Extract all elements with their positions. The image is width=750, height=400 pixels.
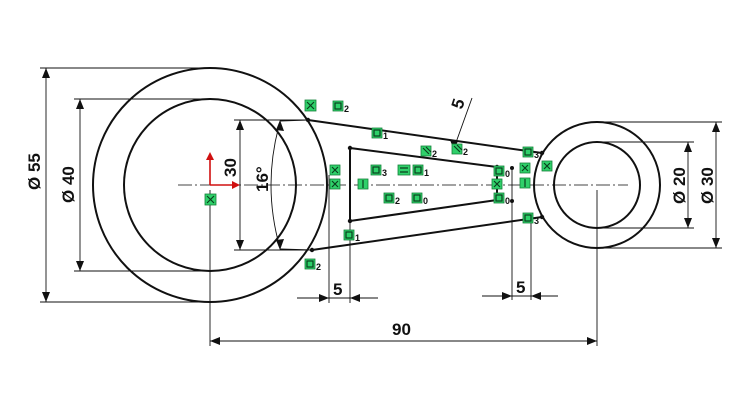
relation-icon-tangent[interactable]: 1 [371,127,388,141]
dim-link-height-label: 30 [221,158,240,177]
relation-icon-equal[interactable]: 1 [412,164,429,178]
dim-big-inner-label: Ø 40 [59,166,78,203]
dim-right-offset[interactable]: 5 [482,170,558,300]
dim-angle[interactable]: 16° [253,119,313,251]
relation-icon-equal[interactable]: 0 [493,165,510,179]
dim-small-inner-label: Ø 20 [670,167,689,204]
relation-icon-coincident[interactable] [519,162,531,174]
relation-icon-coincident[interactable] [329,164,341,176]
link-outer-top-line[interactable] [307,119,543,154]
dim-small-outer-diameter[interactable]: Ø 30 [597,121,722,249]
svg-text:2: 2 [432,149,437,159]
svg-text:1: 1 [424,168,429,178]
svg-text:0: 0 [505,196,510,206]
svg-text:1: 1 [383,131,388,141]
dim-big-inner-diameter[interactable]: Ø 40 [59,98,210,272]
relation-icon-tangent[interactable]: 3 [522,146,539,160]
svg-text:3: 3 [382,168,387,178]
dim-wall-thickness-label: 5 [448,96,469,111]
svg-text:2: 2 [316,262,321,272]
dim-link-height[interactable]: 30 [221,119,312,251]
relation-icon-equal[interactable]: 0 [493,192,510,206]
relation-icon-coincident[interactable] [329,178,341,190]
relation-icon-parallel[interactable]: 2 [420,145,437,159]
dim-center-distance[interactable]: 90 [209,190,598,346]
svg-text:0: 0 [423,196,428,206]
relation-icon-fix[interactable] [204,193,217,206]
relation-icon-equal[interactable]: 2 [383,192,400,206]
relation-icon-tangent[interactable]: 1 [343,229,360,243]
relation-icon-tangent[interactable]: 2 [304,258,321,272]
relation-icon-equal[interactable]: 3 [370,164,387,178]
svg-text:3: 3 [534,150,539,160]
dim-left-offset-label: 5 [333,280,342,299]
dim-right-offset-label: 5 [516,278,525,297]
svg-text:2: 2 [463,147,468,157]
relation-icon-coincident[interactable] [541,160,553,172]
link-inner-slot[interactable] [349,147,498,223]
relation-icons[interactable]: 2 1 2 2 2 1 [204,99,553,272]
dim-small-outer-label: Ø 30 [698,167,717,204]
svg-text:0: 0 [505,169,510,179]
dim-small-inner-diameter[interactable]: Ø 20 [597,141,694,229]
svg-text:1: 1 [355,233,360,243]
relation-icon-coincident[interactable] [491,178,503,190]
origin-icon[interactable] [206,152,240,189]
relation-icon-vertical[interactable] [519,177,531,189]
relation-icon-parallel[interactable]: 2 [451,143,468,157]
svg-text:2: 2 [344,104,349,114]
svg-text:3: 3 [534,216,539,226]
relation-icon-equal[interactable] [397,164,411,176]
relation-icon-vertical[interactable] [357,178,369,190]
dim-left-offset[interactable]: 5 [297,175,378,303]
svg-text:2: 2 [395,196,400,206]
relation-icon-tangent[interactable]: 2 [332,100,349,114]
relation-icon-equal[interactable]: 0 [411,192,428,206]
dim-big-outer-label: Ø 55 [25,153,44,190]
relation-icon-tangent[interactable]: 3 [522,212,539,226]
dim-big-outer-diameter[interactable]: Ø 55 [25,67,210,303]
relation-icon-coincident[interactable] [304,99,317,112]
dim-angle-label: 16° [253,166,272,192]
dim-center-distance-label: 90 [392,320,411,339]
